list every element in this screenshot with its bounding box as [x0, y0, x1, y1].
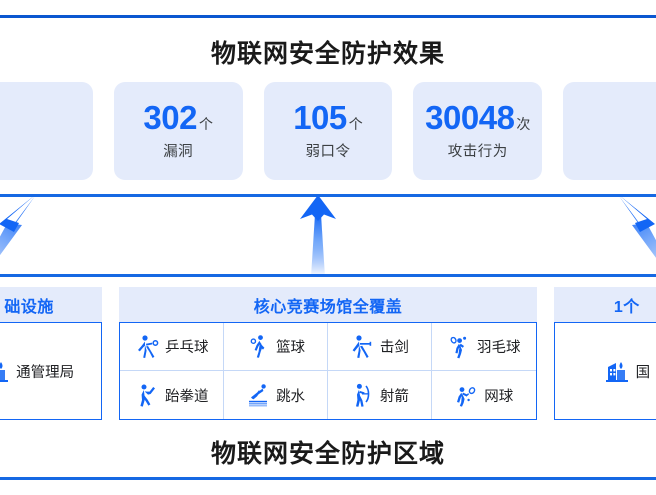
panel-venues: 核心竞赛场馆全覆盖 [119, 287, 537, 420]
archery-icon [350, 382, 374, 408]
sport-cell-taekwondo[interactable]: 跆拳道 [120, 371, 225, 419]
stat-label: 弱口令 [305, 143, 351, 160]
stat-value-line: 105 个 [293, 101, 363, 136]
sport-cell-badminton[interactable]: 羽毛球 [431, 323, 536, 371]
top-section-title: 物联网安全防护效果 [210, 40, 445, 68]
sport-cell-fencing[interactable]: 击剑 [327, 323, 432, 371]
panel-body: 通管理局 [0, 322, 103, 420]
sport-label: 跆拳道 [165, 388, 209, 405]
arrow-up-icon [300, 195, 336, 277]
arrow-up-right-icon [0, 195, 35, 256]
fencing-icon [350, 334, 374, 360]
sport-cell-archery[interactable]: 射箭 [328, 371, 432, 419]
sport-label: 射箭 [379, 388, 409, 405]
divider-mid-lower [0, 274, 656, 277]
sport-label: 网球 [484, 388, 514, 405]
tennis-icon [454, 382, 478, 408]
panel-header: 核心竞赛场馆全覆盖 [119, 287, 537, 322]
panel-national-venue: 1个 国 [553, 287, 656, 420]
stat-unit: 个 [348, 116, 363, 133]
stat-card-vulnerabilities[interactable]: 302 个 漏洞 [113, 82, 243, 180]
bottom-panels: 础设施 通管 [0, 287, 656, 420]
sports-grid: 乒乓球 篮球 [120, 323, 536, 419]
panel-body: 乒乓球 篮球 [119, 322, 537, 420]
stat-label: 攻击行为 [447, 143, 508, 160]
sport-label: 羽毛球 [476, 340, 521, 356]
sport-label: 跳水 [276, 388, 306, 405]
sport-label: 击剑 [379, 340, 409, 356]
badminton-icon [447, 334, 471, 360]
sport-label: 篮球 [276, 340, 306, 356]
stats-row: 302 个 漏洞 105 个 弱口令 30048 次 攻击行为 [0, 82, 656, 180]
bottom-section-title: 物联网安全防护区域 [210, 440, 445, 468]
arrow-band [0, 194, 656, 277]
list-item[interactable]: 国 [555, 358, 656, 384]
sport-cell-basketball[interactable]: 篮球 [224, 323, 328, 371]
stat-card-partial-left[interactable] [0, 82, 93, 180]
divider-bottom [0, 477, 656, 480]
sport-cell-table-tennis[interactable]: 乒乓球 [120, 323, 225, 371]
list-item-label: 通管理局 [16, 364, 75, 381]
stat-card-partial-right[interactable] [563, 82, 656, 180]
panel-infrastructure: 础设施 通管 [0, 287, 103, 420]
stat-label: 漏洞 [163, 143, 194, 160]
building-icon [0, 358, 10, 384]
list-item-label: 国 [635, 364, 651, 381]
stat-number: 105 [293, 99, 347, 137]
sport-cell-diving[interactable]: 跳水 [224, 371, 328, 419]
stat-card-attacks[interactable]: 30048 次 攻击行为 [413, 82, 543, 180]
sport-cell-tennis[interactable]: 网球 [432, 371, 536, 419]
arrow-up-left-icon [619, 195, 656, 258]
table-tennis-icon [135, 334, 159, 360]
stat-number: 30048 [425, 99, 515, 137]
panel-body: 国 [553, 322, 656, 420]
stat-value-line: 30048 次 [425, 101, 530, 136]
stat-number: 302 [143, 99, 197, 137]
list-item[interactable]: 通管理局 [0, 358, 101, 384]
basketball-icon [246, 334, 270, 360]
diving-icon [246, 382, 270, 408]
stat-unit: 个 [198, 116, 213, 133]
stat-unit: 次 [516, 116, 531, 133]
divider-top [0, 15, 656, 18]
taekwondo-icon [135, 382, 159, 408]
divider-mid-upper [0, 194, 656, 197]
panel-header: 础设施 [0, 287, 103, 322]
stat-card-weak-passwords[interactable]: 105 个 弱口令 [263, 82, 393, 180]
panel-header: 1个 [553, 287, 656, 322]
building-icon [604, 358, 630, 384]
stat-value-line: 302 个 [143, 101, 213, 136]
sport-label: 乒乓球 [165, 340, 209, 356]
